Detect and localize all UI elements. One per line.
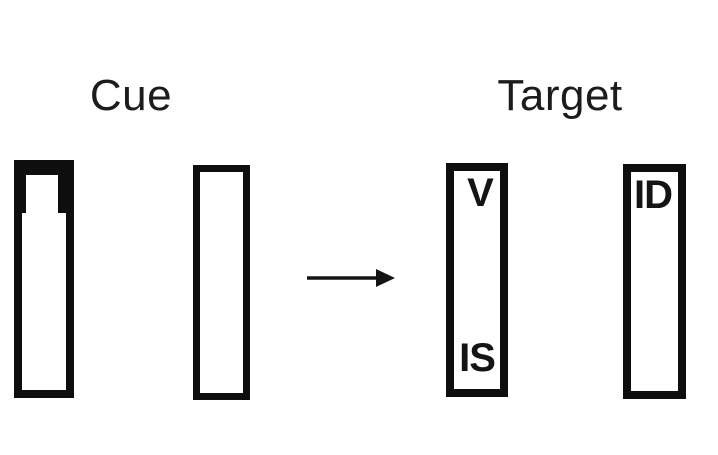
uncued-bar (193, 165, 250, 400)
target-bar-same-object: V IS (446, 163, 508, 397)
valid-target-marker: V (467, 171, 494, 215)
target-bar-different-object: ID (623, 164, 686, 399)
cued-bar (14, 160, 74, 398)
invalid-same-object-marker: IS (459, 336, 496, 380)
cue-notch (26, 175, 58, 214)
cue-section-label: Cue (89, 71, 173, 120)
right-arrow-icon (305, 262, 397, 294)
invalid-different-object-marker: ID (634, 173, 673, 217)
target-section-label: Target (497, 71, 623, 120)
